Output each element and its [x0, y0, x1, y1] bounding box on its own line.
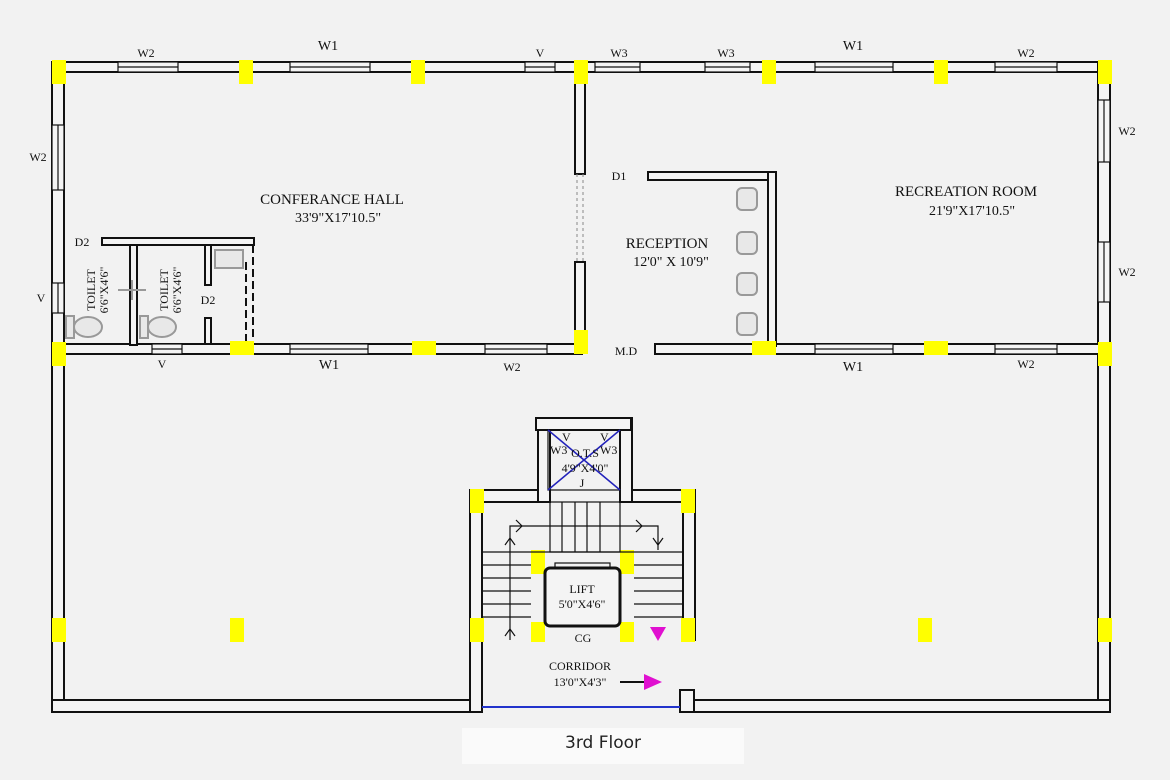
- staircase[interactable]: [482, 501, 683, 640]
- plan-label: W2: [29, 150, 46, 164]
- plan-label: W3: [600, 443, 617, 457]
- floor-caption: 3rd Floor: [462, 728, 744, 764]
- plan-label: V: [600, 430, 609, 444]
- plan-label: W1: [843, 39, 863, 54]
- windows: [51, 61, 1111, 355]
- plan-label: W2: [503, 360, 520, 374]
- interior-walls: [51, 71, 1111, 503]
- plan-label: W2: [137, 46, 154, 60]
- plan-label: W1: [319, 358, 339, 373]
- corridor-size: 13'0"X4'3": [554, 675, 607, 689]
- plan-label: D1: [612, 169, 627, 183]
- plan-label: W3: [610, 46, 627, 60]
- plan-label: W1: [318, 39, 338, 54]
- plan-label: V: [562, 430, 571, 444]
- plan-label: 4'9"X4'0": [562, 461, 609, 475]
- plan-label: V: [158, 357, 167, 371]
- conference-hall-label: CONFERANCE HALL: [260, 192, 404, 208]
- plan-label: V: [37, 291, 46, 305]
- opening-labels: W2 W1 V W3 W3 W1 W2 W2 V W2 W2 V W1 W2 W…: [29, 39, 1135, 645]
- plan-label: D2: [75, 235, 90, 249]
- plan-label: W1: [843, 360, 863, 375]
- plan-label: W2: [1118, 124, 1135, 138]
- plan-label: W3: [550, 443, 567, 457]
- plan-label: M.D: [615, 344, 638, 358]
- plan-label: J: [580, 476, 585, 490]
- toilet-1-size: 6'6"X4'6": [97, 267, 111, 314]
- corridor-label: CORRIDOR: [549, 659, 611, 673]
- columns: [52, 60, 1112, 642]
- lift[interactable]: LIFT 5'0"X4'6": [543, 562, 622, 628]
- toilet-2-size: 6'6"X4'6": [170, 267, 184, 314]
- plan-label: O.T.S: [571, 446, 599, 460]
- lift-label: LIFT: [569, 582, 595, 596]
- recreation-room-size: 21'9"X17'10.5": [929, 204, 1015, 219]
- plan-label: W3: [717, 46, 734, 60]
- plan-label: W2: [1017, 46, 1034, 60]
- plan-label: V: [536, 46, 545, 60]
- entrance-arrow-icon: [644, 674, 662, 690]
- recreation-room-label: RECREATION ROOM: [895, 184, 1037, 200]
- toilet-1-label: TOILET: [84, 268, 98, 310]
- plan-label: W2: [1118, 265, 1135, 279]
- down-arrow-icon: [650, 627, 666, 641]
- toilet-2-label: TOILET: [157, 268, 171, 310]
- plan-label: W2: [1017, 357, 1034, 371]
- plan-label: CG: [575, 631, 592, 645]
- lift-size: 5'0"X4'6": [559, 597, 606, 611]
- toilet-fixtures: [65, 249, 244, 339]
- reception-chairs: [736, 187, 758, 336]
- ots-shaft: V V W3 W3 O.T.S 4'9"X4'0" J: [535, 417, 632, 491]
- plan-label: D2: [201, 293, 216, 307]
- reception-size: 12'0" X 10'9": [633, 255, 709, 270]
- conference-hall-size: 33'9"X17'10.5": [295, 211, 381, 226]
- reception-label: RECEPTION: [626, 236, 709, 252]
